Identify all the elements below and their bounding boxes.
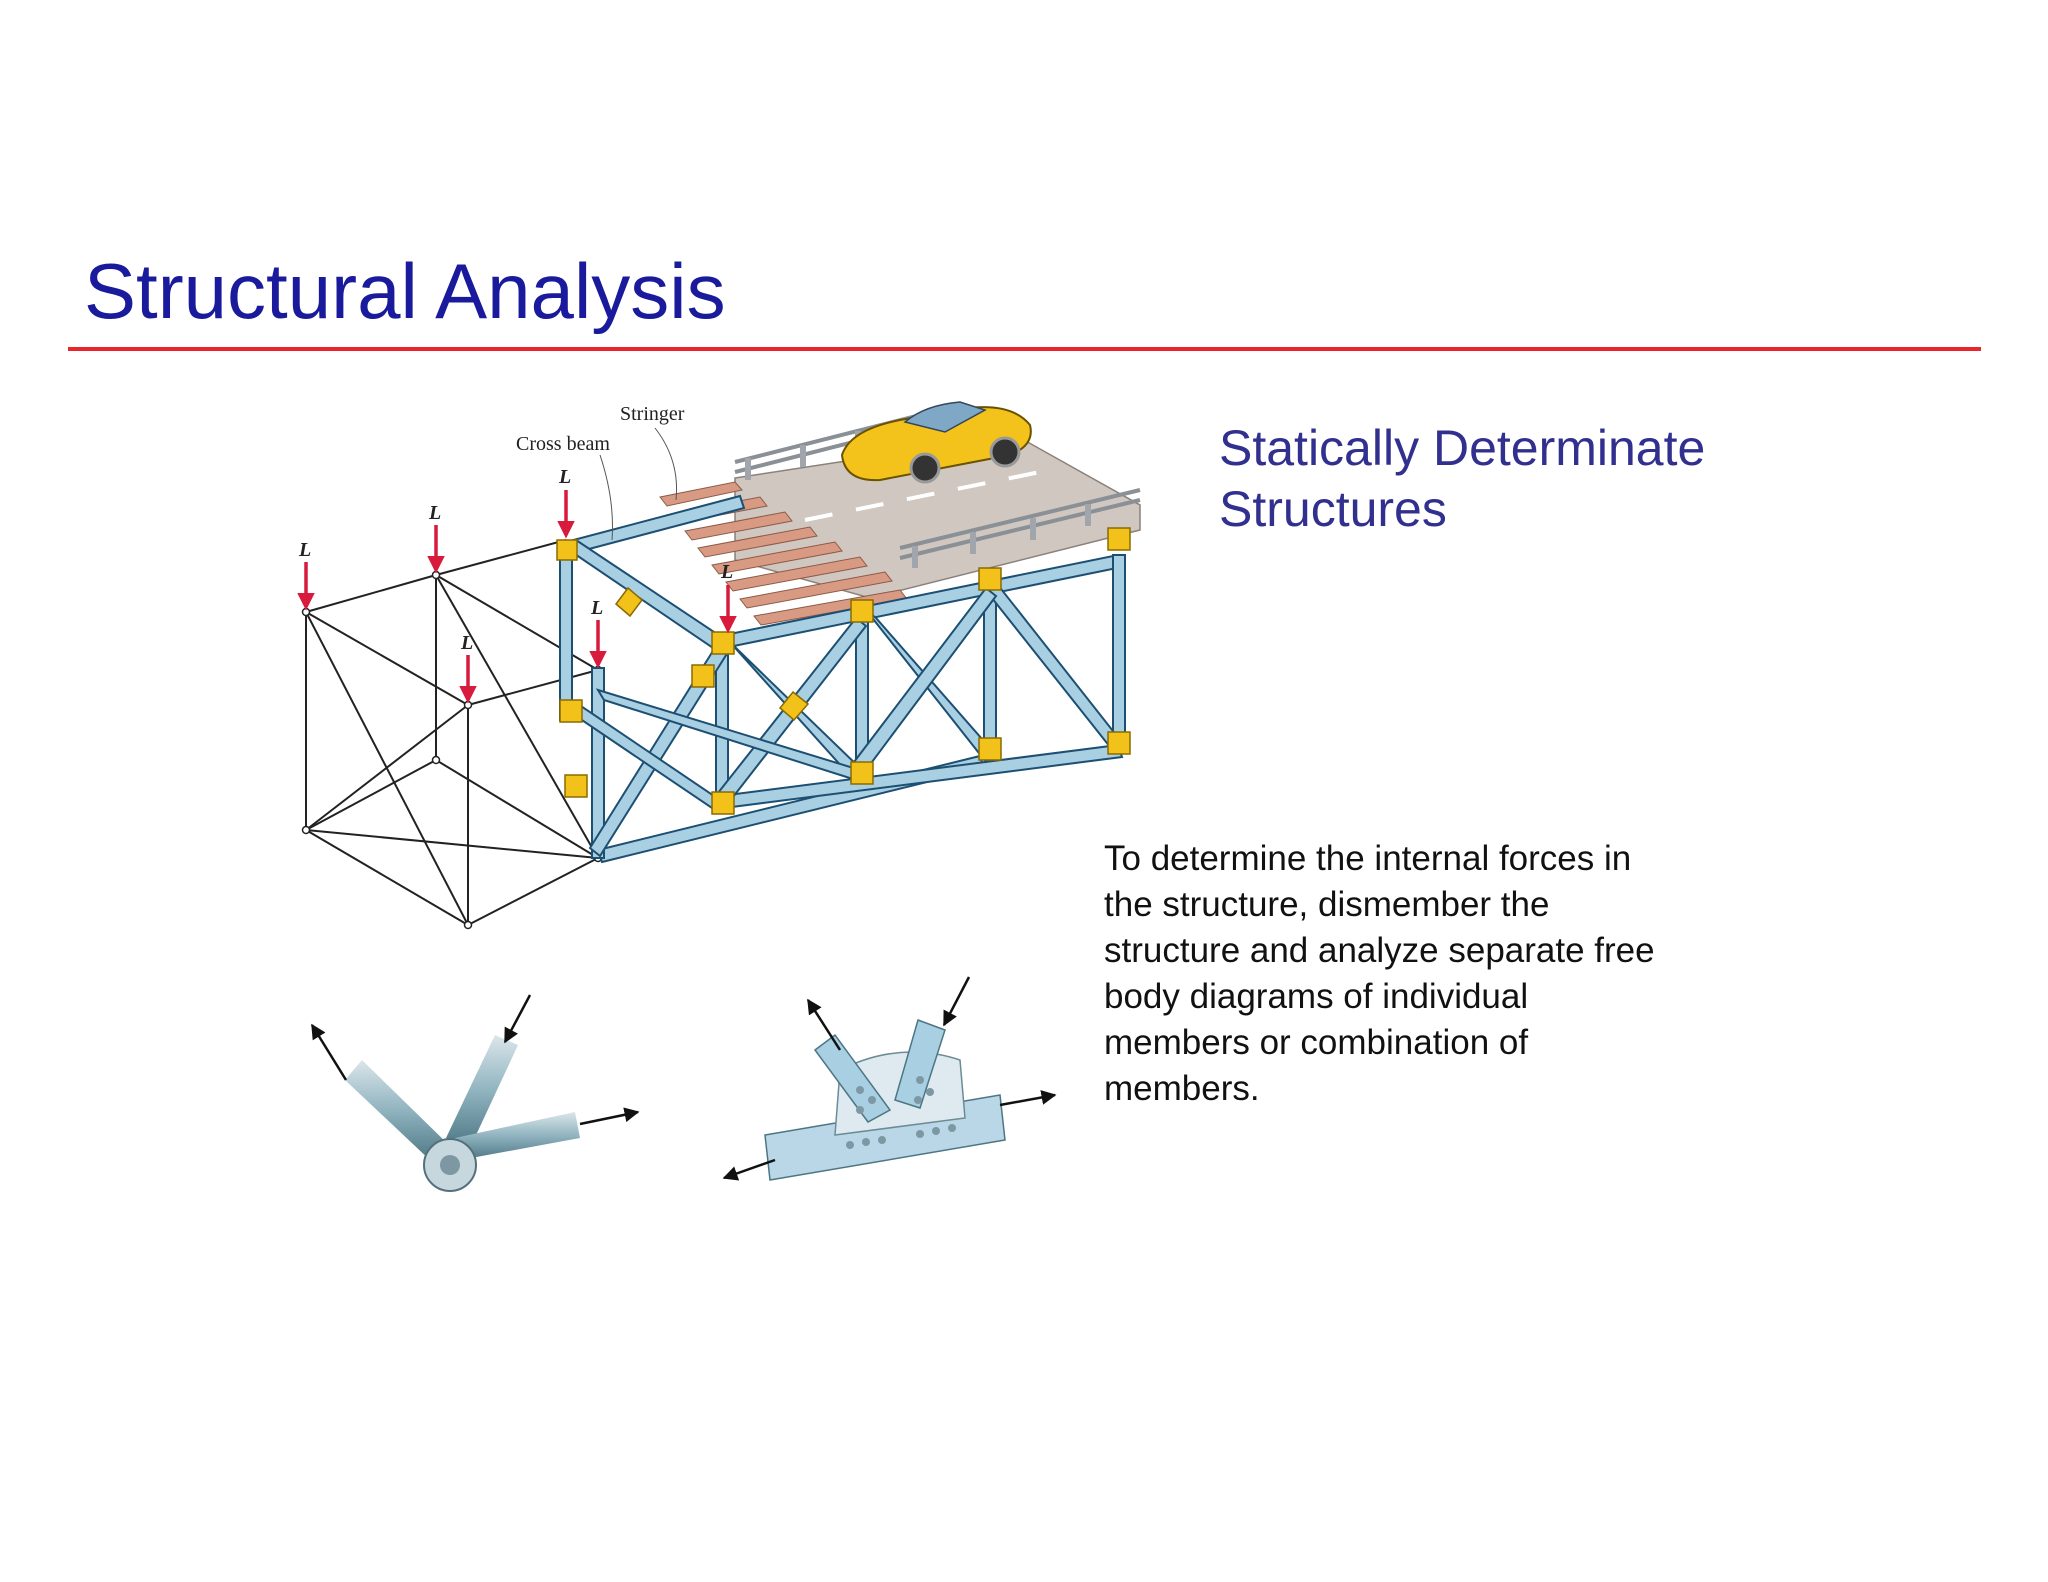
stringers <box>659 481 908 626</box>
stringer-label: Stringer <box>620 403 685 425</box>
load-label: L <box>590 597 603 619</box>
body-line: members or combination of <box>1104 1023 1529 1062</box>
load-label: L <box>428 502 441 524</box>
body-line: members. <box>1104 1069 1260 1108</box>
load-label: L <box>298 539 311 561</box>
wireframe-truss <box>305 539 599 926</box>
body-line: the structure, dismember the <box>1104 885 1550 924</box>
car-icon <box>840 401 1032 484</box>
label-leaders <box>599 427 678 541</box>
load-arrows <box>297 490 737 704</box>
load-label: L <box>720 561 733 583</box>
steel-truss <box>559 494 1126 864</box>
body-line: structure and analyze separate free <box>1104 931 1655 970</box>
subtitle-line: Statically Determinate <box>1219 420 1706 476</box>
pin-joint-detail <box>310 994 640 1192</box>
body-line: To determine the internal forces in <box>1104 839 1632 878</box>
cross-beam-label: Cross beam <box>516 433 610 455</box>
body-line: body diagrams of individual <box>1104 977 1529 1016</box>
bolted-joint-detail <box>722 976 1057 1181</box>
figure-labels: Stringer Cross beam L L L L L L <box>298 403 733 654</box>
title-divider <box>68 347 1981 351</box>
gusset-plates <box>556 527 1131 815</box>
subtitle-line: Structures <box>1219 481 1447 537</box>
load-label: L <box>460 632 473 654</box>
load-label: L <box>558 466 571 488</box>
wireframe-nodes <box>301 570 603 930</box>
body-paragraph: To determine the internal forces in the … <box>1104 836 1744 1112</box>
slide-subtitle: Statically Determinate Structures <box>1219 418 1779 540</box>
slide-title: Structural Analysis <box>84 247 726 335</box>
